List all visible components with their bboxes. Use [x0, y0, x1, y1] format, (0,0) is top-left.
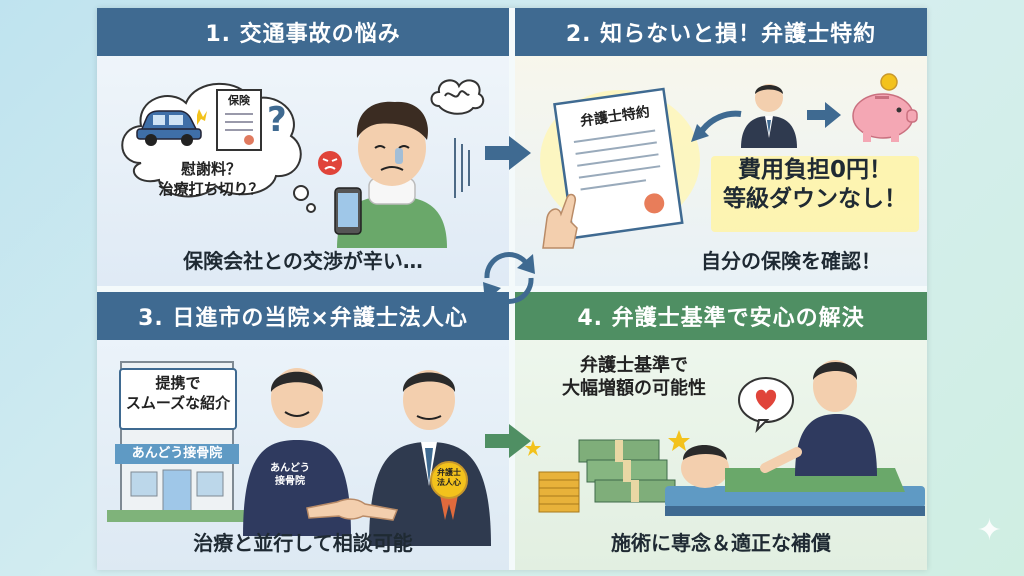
- panel-lawyer-rider-benefits: 2. 知らないと損！弁護士特約 弁護士特約: [515, 8, 927, 286]
- lawyer-icon: [741, 84, 797, 148]
- arrow-to-piggy-icon: [807, 102, 841, 128]
- panel-4-caption: 施術に専念＆適正な補償: [611, 531, 831, 555]
- arrow-panel-1-to-2: [485, 136, 531, 170]
- partnership-sign-text: 提携で スムーズな紹介: [125, 374, 231, 412]
- money-stack-icon: [525, 430, 690, 513]
- heart-icon: [738, 377, 794, 434]
- contract-icon: [553, 87, 684, 240]
- increase-note: 弁護士基準で 大幅増額の可能性: [562, 355, 706, 400]
- hand-holding-icon: [542, 193, 578, 249]
- piggy-bank-icon: [852, 73, 918, 142]
- panel-traffic-accident-worries: 1. 交通事故の悩み 保険 ? 慰謝料？ 治療打ち切り？: [97, 8, 509, 286]
- panel-1-caption: 保険会社との交渉が辛い…: [183, 249, 423, 273]
- angry-emoji-icon: [318, 151, 342, 175]
- clinic-name-sign: あんどう接骨院: [131, 446, 223, 461]
- car-crash-icon: [136, 109, 207, 146]
- badge-text: 弁護士 法人心: [437, 468, 461, 488]
- panel-clinic-law-firm-partnership: 3. 日進市の当院×弁護士法人心 提携で スムーズな紹介 あんどう接骨院 あんど…: [97, 292, 509, 570]
- panel-lawyer-standard-resolution: 4. 弁護士基準で安心の解決 弁護士基準で 大幅増額の可能性: [515, 292, 927, 570]
- partnership-sign: [119, 368, 237, 430]
- thought-cloud-text: 慰謝料？ 治療打ち切り？: [158, 160, 264, 198]
- panel-3-title: 3. 日進市の当院×弁護士法人心: [97, 292, 509, 340]
- therapist-shirt-text: あんどう 接骨院: [270, 463, 310, 487]
- insurance-document-icon: [216, 89, 262, 151]
- panel-4-title: 4. 弁護士基準で安心の解決: [515, 292, 927, 340]
- worry-cloud-icon: [430, 79, 485, 115]
- curved-arrow-icon: [691, 110, 742, 142]
- arrow-panel-3-to-4: [485, 424, 531, 458]
- smartphone-icon: [334, 187, 362, 235]
- handshake-icon: [306, 498, 399, 521]
- cycle-arrow-icon: [483, 252, 535, 304]
- sparkle-icon: ✦: [976, 513, 1002, 548]
- panel-1-title: 1. 交通事故の悩み: [97, 8, 509, 56]
- insurance-doc-label: 保険: [228, 94, 250, 107]
- worried-man-illustration: [337, 101, 447, 248]
- question-icon: ?: [267, 100, 287, 140]
- panel-2-caption: 自分の保険を確認！: [701, 249, 881, 273]
- benefit-highlight: [711, 156, 919, 232]
- treatment-scene-illustration: [665, 360, 925, 516]
- benefit-text: 費用負担0円！ 等級ダウンなし！: [723, 157, 907, 212]
- panel-2-title: 2. 知らないと損！弁護士特約: [515, 8, 927, 56]
- infographic-board: 1. 交通事故の悩み 保険 ? 慰謝料？ 治療打ち切り？: [97, 8, 927, 570]
- tremor-lines-icon: [454, 138, 470, 198]
- panel-3-caption: 治療と並行して相談可能: [193, 531, 413, 555]
- law-firm-badge-icon: [430, 461, 468, 520]
